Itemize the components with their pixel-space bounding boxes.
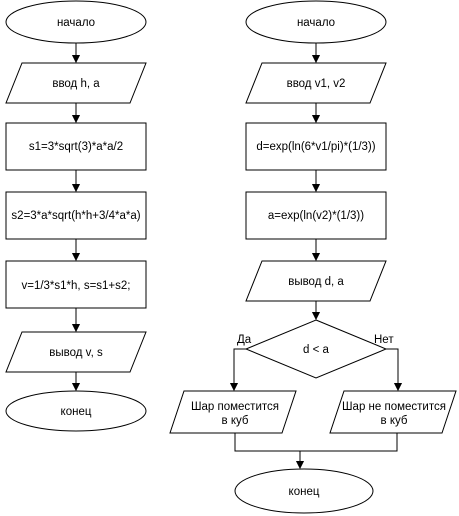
left-process-s1[interactable]: s1=3*sqrt(3)*a*a/2 <box>5 122 147 171</box>
right-output-label: вывод d, a <box>288 276 344 288</box>
right-process-d[interactable]: d=exp(ln(6*v1/pi)*(1/3)) <box>245 122 387 171</box>
left-start-label: начало <box>57 17 95 29</box>
right-end-label: конец <box>289 486 320 498</box>
left-output-label: вывод v, s <box>49 347 103 359</box>
right-edge-yes <box>234 348 246 390</box>
left-end-terminator[interactable]: конец <box>5 390 147 432</box>
left-v-s-label: v=1/3*s1*h, s=s1+s2; <box>21 280 130 292</box>
no-branch-label: Нет <box>374 334 394 346</box>
yes-branch-label: Да <box>237 334 252 346</box>
right-process-a[interactable]: a=exp(ln(v2)*(1/3)) <box>245 191 387 240</box>
left-input-parallelogram[interactable]: ввод h, a <box>5 62 147 104</box>
left-flowchart: начало ввод h, a s1=3*sqrt(3)*a*a/2 s2=3… <box>5 0 147 432</box>
left-end-label: конец <box>61 406 92 418</box>
left-output-parallelogram[interactable]: вывод v, s <box>5 331 147 373</box>
right-output-parallelogram[interactable]: вывод d, a <box>245 260 387 302</box>
left-start-terminator[interactable]: начало <box>5 0 147 44</box>
right-d-label: d=exp(ln(6*v1/pi)*(1/3)) <box>256 141 375 153</box>
right-edge-no <box>386 348 398 390</box>
right-a-label: a=exp(ln(v2)*(1/3)) <box>268 210 364 222</box>
merge-edge-right <box>300 433 398 452</box>
right-start-label: начало <box>297 17 335 29</box>
merge-edge-left <box>234 433 300 452</box>
fits-line1: Шар поместится <box>191 401 279 413</box>
right-input-parallelogram[interactable]: ввод v1, v2 <box>245 62 387 104</box>
right-input-label: ввод v1, v2 <box>287 78 346 90</box>
not-fits-line1: Шар не поместится <box>342 401 446 413</box>
not-fits-line2: в куб <box>381 415 408 427</box>
output-not-fits-parallelogram[interactable]: Шар не поместится в куб <box>329 390 457 434</box>
right-start-terminator[interactable]: начало <box>245 0 387 44</box>
right-flowchart: начало ввод v1, v2 d=exp(ln(6*v1/pi)*(1/… <box>169 0 457 514</box>
right-decision-label: d < a <box>303 344 330 356</box>
output-fits-parallelogram[interactable]: Шар поместится в куб <box>169 390 297 434</box>
right-decision-diamond[interactable]: d < a <box>244 319 388 379</box>
left-input-label: ввод h, a <box>52 78 100 90</box>
left-process-s2[interactable]: s2=3*a*sqrt(h*h+3/4*a*a) <box>5 191 147 240</box>
right-end-terminator[interactable]: конец <box>234 468 374 514</box>
left-s1-label: s1=3*sqrt(3)*a*a/2 <box>29 141 123 153</box>
left-s2-label: s2=3*a*sqrt(h*h+3/4*a*a) <box>11 210 140 222</box>
left-process-v-s[interactable]: v=1/3*s1*h, s=s1+s2; <box>5 260 147 309</box>
fits-line2: в куб <box>222 415 249 427</box>
